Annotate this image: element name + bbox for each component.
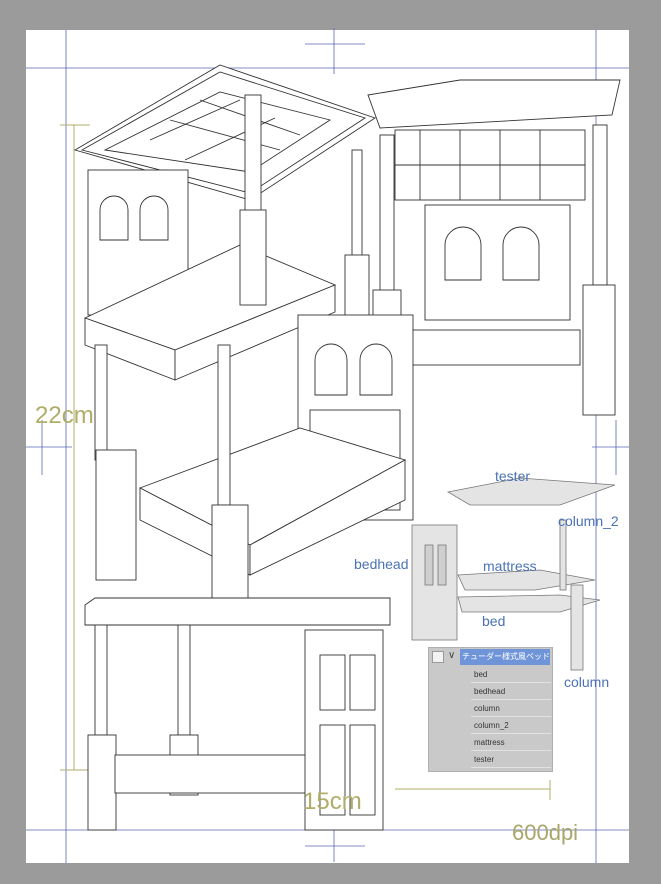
height-dimension-label: 22cm [35, 402, 94, 429]
layer-item-bedhead[interactable]: bedhead [471, 684, 551, 700]
layer-folder-name[interactable]: チューダー様式風ベッド [460, 649, 550, 665]
width-dimension-label: 15cm [303, 788, 362, 815]
exploded-parts [411, 477, 616, 671]
layer-item-column[interactable]: column [471, 701, 551, 717]
layer-visibility-checkbox[interactable] [432, 651, 444, 663]
part-label-tester: tester [495, 468, 531, 484]
part-label-bed: bed [482, 613, 506, 629]
chevron-down-icon[interactable]: ∨ [448, 650, 456, 661]
part-label-mattress: mattress [483, 558, 537, 574]
part-label-column-2: column_2 [558, 513, 619, 529]
layer-folder-row[interactable]: ∨ チューダー様式風ベッド [429, 648, 552, 666]
bed-illustration-4 [84, 597, 391, 831]
layer-panel: ∨ チューダー様式風ベッド bed bedhead column column_… [428, 647, 553, 772]
layer-item-column-2[interactable]: column_2 [471, 718, 551, 734]
layer-item-tester[interactable]: tester [471, 752, 551, 768]
bed-illustration-2 [367, 79, 621, 416]
part-label-column: column [564, 674, 610, 690]
part-label-bedhead: bedhead [354, 556, 409, 572]
layer-item-bed[interactable]: bed [471, 667, 551, 683]
layer-item-mattress[interactable]: mattress [471, 735, 551, 751]
bed-illustration-1 [73, 64, 377, 381]
resolution-label: 600dpi [512, 820, 579, 845]
